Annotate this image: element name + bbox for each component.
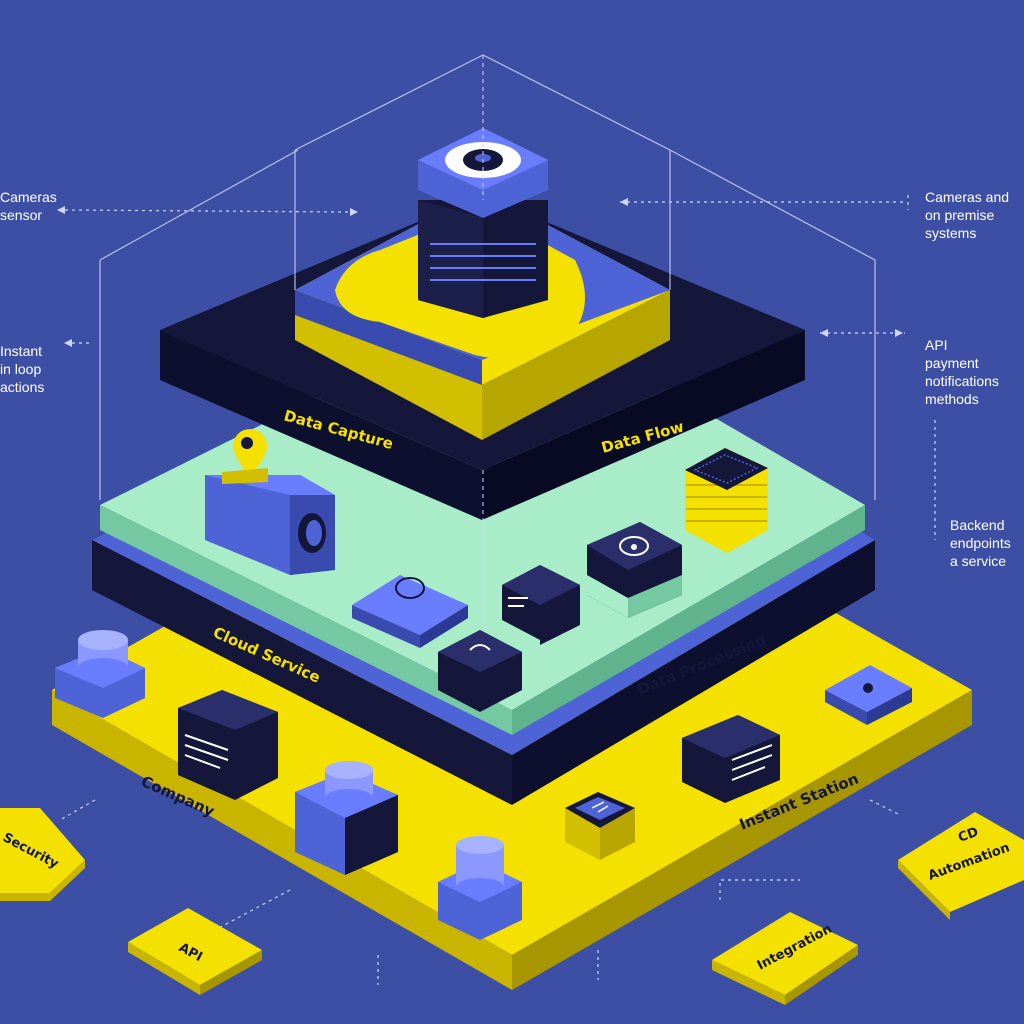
arrowheads xyxy=(57,198,903,347)
side-text: systems xyxy=(925,225,976,241)
tag-right-bottom: Integration xyxy=(712,912,858,1005)
side-text: notifications xyxy=(925,373,999,389)
side-text: Cameras xyxy=(0,189,57,205)
server-rack-left xyxy=(178,690,278,800)
side-text: endpoints xyxy=(950,535,1011,551)
side-text: on premise xyxy=(925,207,994,223)
camera-box-icon xyxy=(825,665,912,725)
side-text: sensor xyxy=(0,207,42,223)
side-label-right-mid: API payment notifications methods xyxy=(925,337,999,407)
side-label-left-top: Cameras sensor xyxy=(0,189,57,223)
monitor-icon xyxy=(565,792,635,860)
sensor-icon xyxy=(438,630,522,712)
database-stack-icon xyxy=(685,448,768,553)
side-text: Instant xyxy=(0,343,42,359)
tag-text: CD xyxy=(956,825,980,846)
side-text: in loop xyxy=(0,361,41,377)
side-text: API xyxy=(925,337,948,353)
side-text: actions xyxy=(0,379,44,395)
server-rack-right xyxy=(682,715,780,803)
side-text: a service xyxy=(950,553,1006,569)
server-icon xyxy=(418,200,548,318)
side-text: Backend xyxy=(950,517,1004,533)
cylinder-box-icon xyxy=(295,761,398,875)
side-text: Cameras and xyxy=(925,189,1009,205)
lock-icon xyxy=(587,522,682,618)
cylinder-stack-icon xyxy=(438,836,522,940)
tag-right: CD Automation xyxy=(898,812,1024,920)
side-label-left-mid: Instant in loop actions xyxy=(0,343,44,395)
side-text: payment xyxy=(925,355,979,371)
location-pin-icon xyxy=(222,429,268,484)
cylinder-icon xyxy=(55,630,145,718)
terminal-icon xyxy=(502,565,580,648)
glass-enclosure xyxy=(99,54,876,700)
side-label-right-low: Backend endpoints a service xyxy=(950,517,1011,569)
storage-box-icon xyxy=(205,475,335,575)
connector-lines xyxy=(59,195,936,985)
tag-left: Security xyxy=(0,808,85,901)
side-text: methods xyxy=(925,391,979,407)
tag-api: API xyxy=(128,908,262,995)
panel-icon xyxy=(352,575,468,648)
side-label-right-top: Cameras and on premise systems xyxy=(925,189,1009,241)
